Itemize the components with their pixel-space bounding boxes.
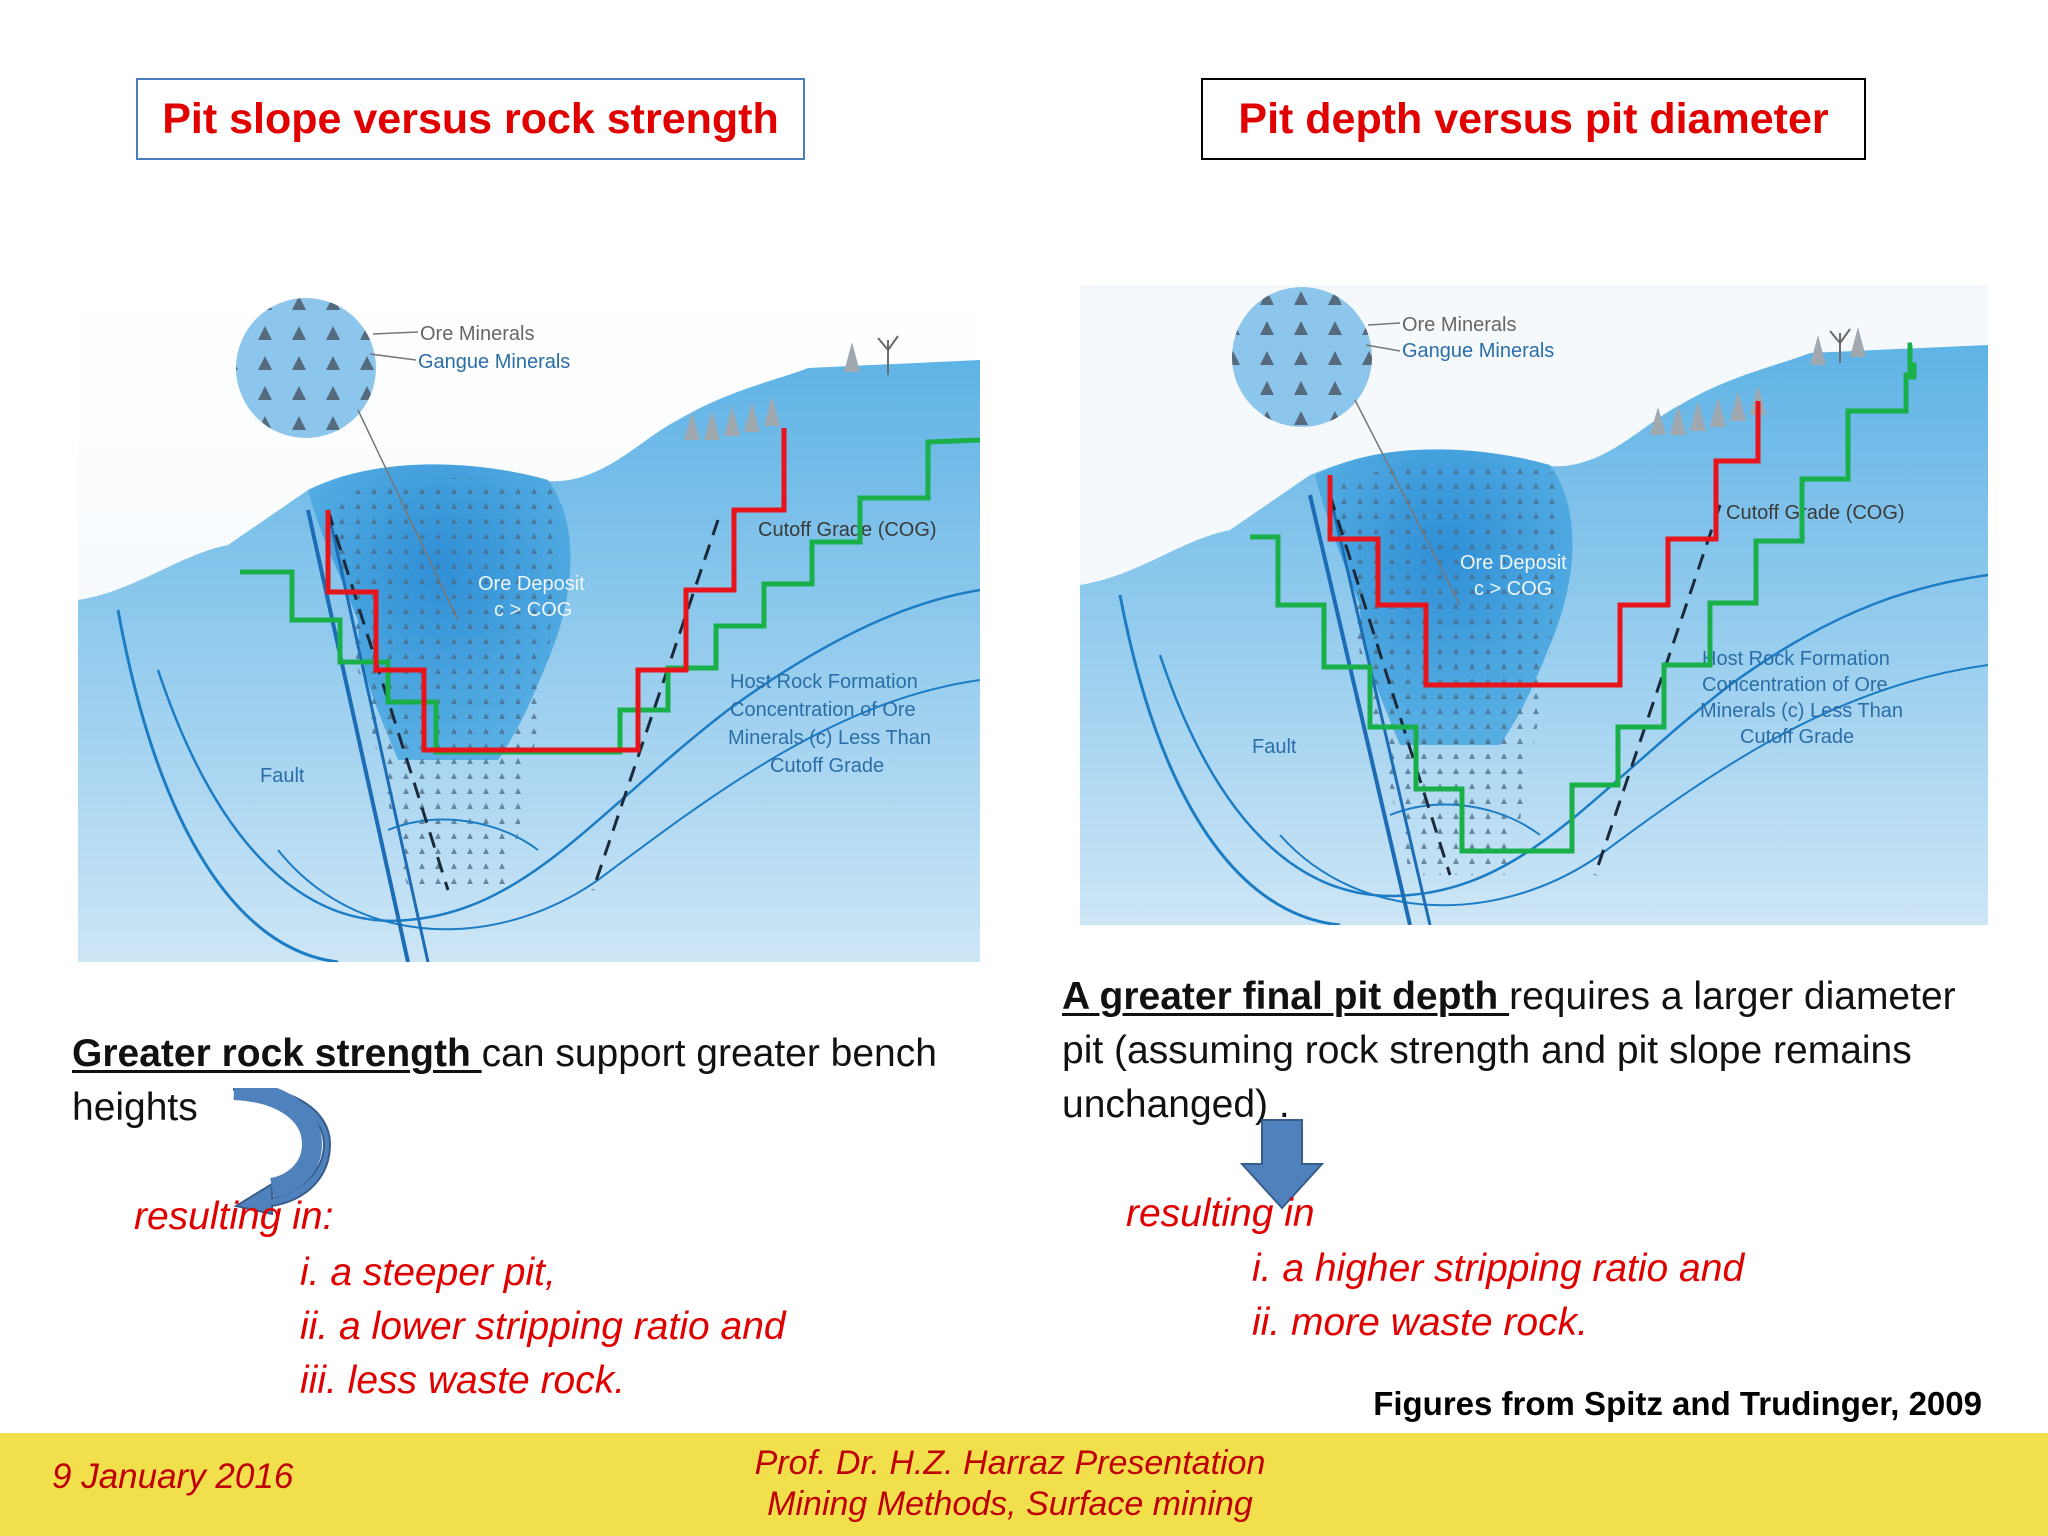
footer-line-1: Prof. Dr. H.Z. Harraz Presentation (754, 1444, 1266, 1482)
right-statement-emphasis: A greater final pit depth (1062, 975, 1510, 1018)
left-pit-diagram: Ore Minerals Gangue Minerals Ore Deposit… (78, 290, 980, 962)
left-result-2: ii. a lower stripping ratio and (300, 1305, 786, 1348)
right-panel-title: Pit depth versus pit diameter (1201, 78, 1866, 160)
host-rock-label-4: Cutoff Grade (770, 755, 884, 777)
right-statement: A greater final pit depth requires a lar… (1062, 970, 1982, 1132)
right-statement-rest: requires a larger diameter pit (assuming… (1062, 975, 1956, 1126)
footer-bar: 9 January 2016 Prof. Dr. H.Z. Harraz Pre… (0, 1433, 2048, 1536)
host-rock-label-2: Concentration of Ore (730, 699, 916, 721)
left-statement-emphasis: Greater rock strength (72, 1032, 482, 1075)
footer-caption: Prof. Dr. H.Z. Harraz Presentation Minin… (700, 1443, 1320, 1525)
left-resulting-label: resulting in: (134, 1195, 334, 1238)
down-arrow-icon (1240, 1119, 1324, 1210)
ore-deposit-label: Ore Deposit (1460, 552, 1567, 574)
host-rock-label-2: Concentration of Ore (1702, 674, 1888, 696)
left-result-1: i. a steeper pit, (300, 1251, 556, 1294)
host-rock-label-1: Host Rock Formation (1702, 648, 1890, 670)
fault-label: Fault (260, 765, 305, 787)
cutoff-grade-label: Cutoff Grade (COG) (1726, 502, 1905, 524)
footer-date: 9 January 2016 (52, 1457, 294, 1496)
ore-condition-label: c > COG (1474, 578, 1552, 600)
left-panel-title: Pit slope versus rock strength (136, 78, 805, 160)
figure-credit: Figures from Spitz and Trudinger, 2009 (1373, 1385, 1982, 1422)
curved-arrow-icon (233, 1088, 332, 1216)
host-rock-label-3: Minerals (c) Less Than (1700, 700, 1903, 722)
footer-line-2: Mining Methods, Surface mining (767, 1485, 1253, 1523)
left-result-3: iii. less waste rock. (300, 1359, 626, 1402)
left-statement: Greater rock strength can support greate… (72, 1027, 1012, 1135)
gangue-minerals-label: Gangue Minerals (418, 351, 570, 373)
ore-minerals-label: Ore Minerals (420, 323, 534, 345)
right-resulting-label: resulting in (1126, 1192, 1315, 1235)
ore-minerals-label: Ore Minerals (1402, 314, 1516, 336)
host-rock-label-3: Minerals (c) Less Than (728, 727, 931, 749)
gangue-minerals-label: Gangue Minerals (1402, 340, 1554, 362)
ore-condition-label: c > COG (494, 599, 572, 621)
right-result-2: ii. more waste rock. (1252, 1301, 1588, 1344)
left-statement-rest: can support greater bench heights (72, 1032, 937, 1129)
cutoff-grade-label: Cutoff Grade (COG) (758, 519, 937, 541)
right-result-1: i. a higher stripping ratio and (1252, 1247, 1745, 1290)
right-pit-diagram: Ore Minerals Gangue Minerals Ore Deposit… (1080, 285, 1988, 925)
fault-label: Fault (1252, 736, 1297, 758)
host-rock-label-1: Host Rock Formation (730, 671, 918, 693)
host-rock-label-4: Cutoff Grade (1740, 726, 1854, 748)
ore-deposit-label: Ore Deposit (478, 573, 585, 595)
